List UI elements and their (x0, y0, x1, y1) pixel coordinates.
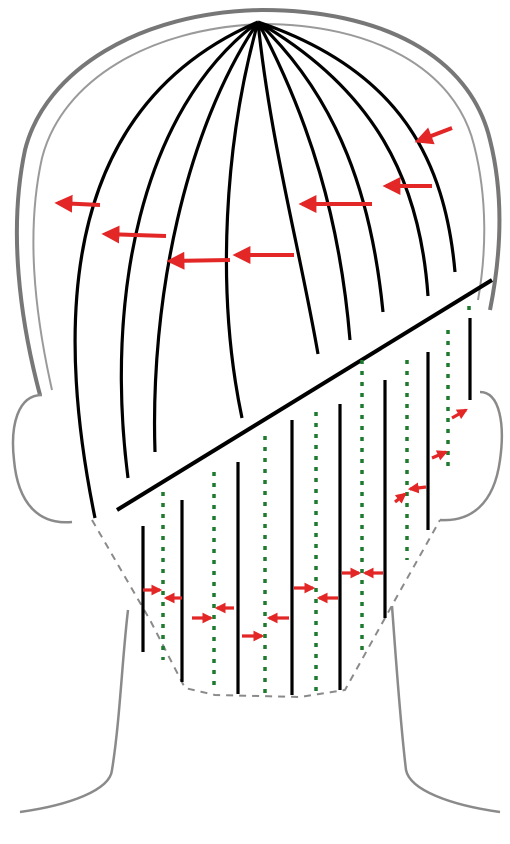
diagonal-parting-line (117, 280, 492, 510)
hair-inner-outline (33, 24, 484, 390)
upper-arrow-4 (58, 203, 100, 205)
lower-arrow-7a (432, 452, 446, 458)
upper-line-5 (258, 22, 318, 354)
upper-arrow-5 (105, 234, 166, 236)
lower-arrow-8a (452, 410, 466, 418)
upper-arrow-6 (170, 260, 230, 261)
upper-line-9 (258, 22, 455, 272)
lower-arrow-6b (410, 487, 426, 489)
neck-left (20, 610, 128, 812)
upper-arrow-1 (418, 128, 452, 141)
lower-arrow-6a (395, 494, 405, 502)
upper-line-4 (226, 22, 258, 418)
left-ear (13, 395, 72, 522)
lower-arrows (143, 410, 466, 636)
upper-section-lines (75, 22, 455, 518)
neck-right (392, 606, 500, 812)
lower-guide-lines (163, 306, 469, 696)
right-ear (440, 392, 502, 520)
upper-line-6 (258, 22, 350, 340)
lower-section-lines (143, 318, 470, 695)
upper-line-2 (121, 22, 258, 478)
